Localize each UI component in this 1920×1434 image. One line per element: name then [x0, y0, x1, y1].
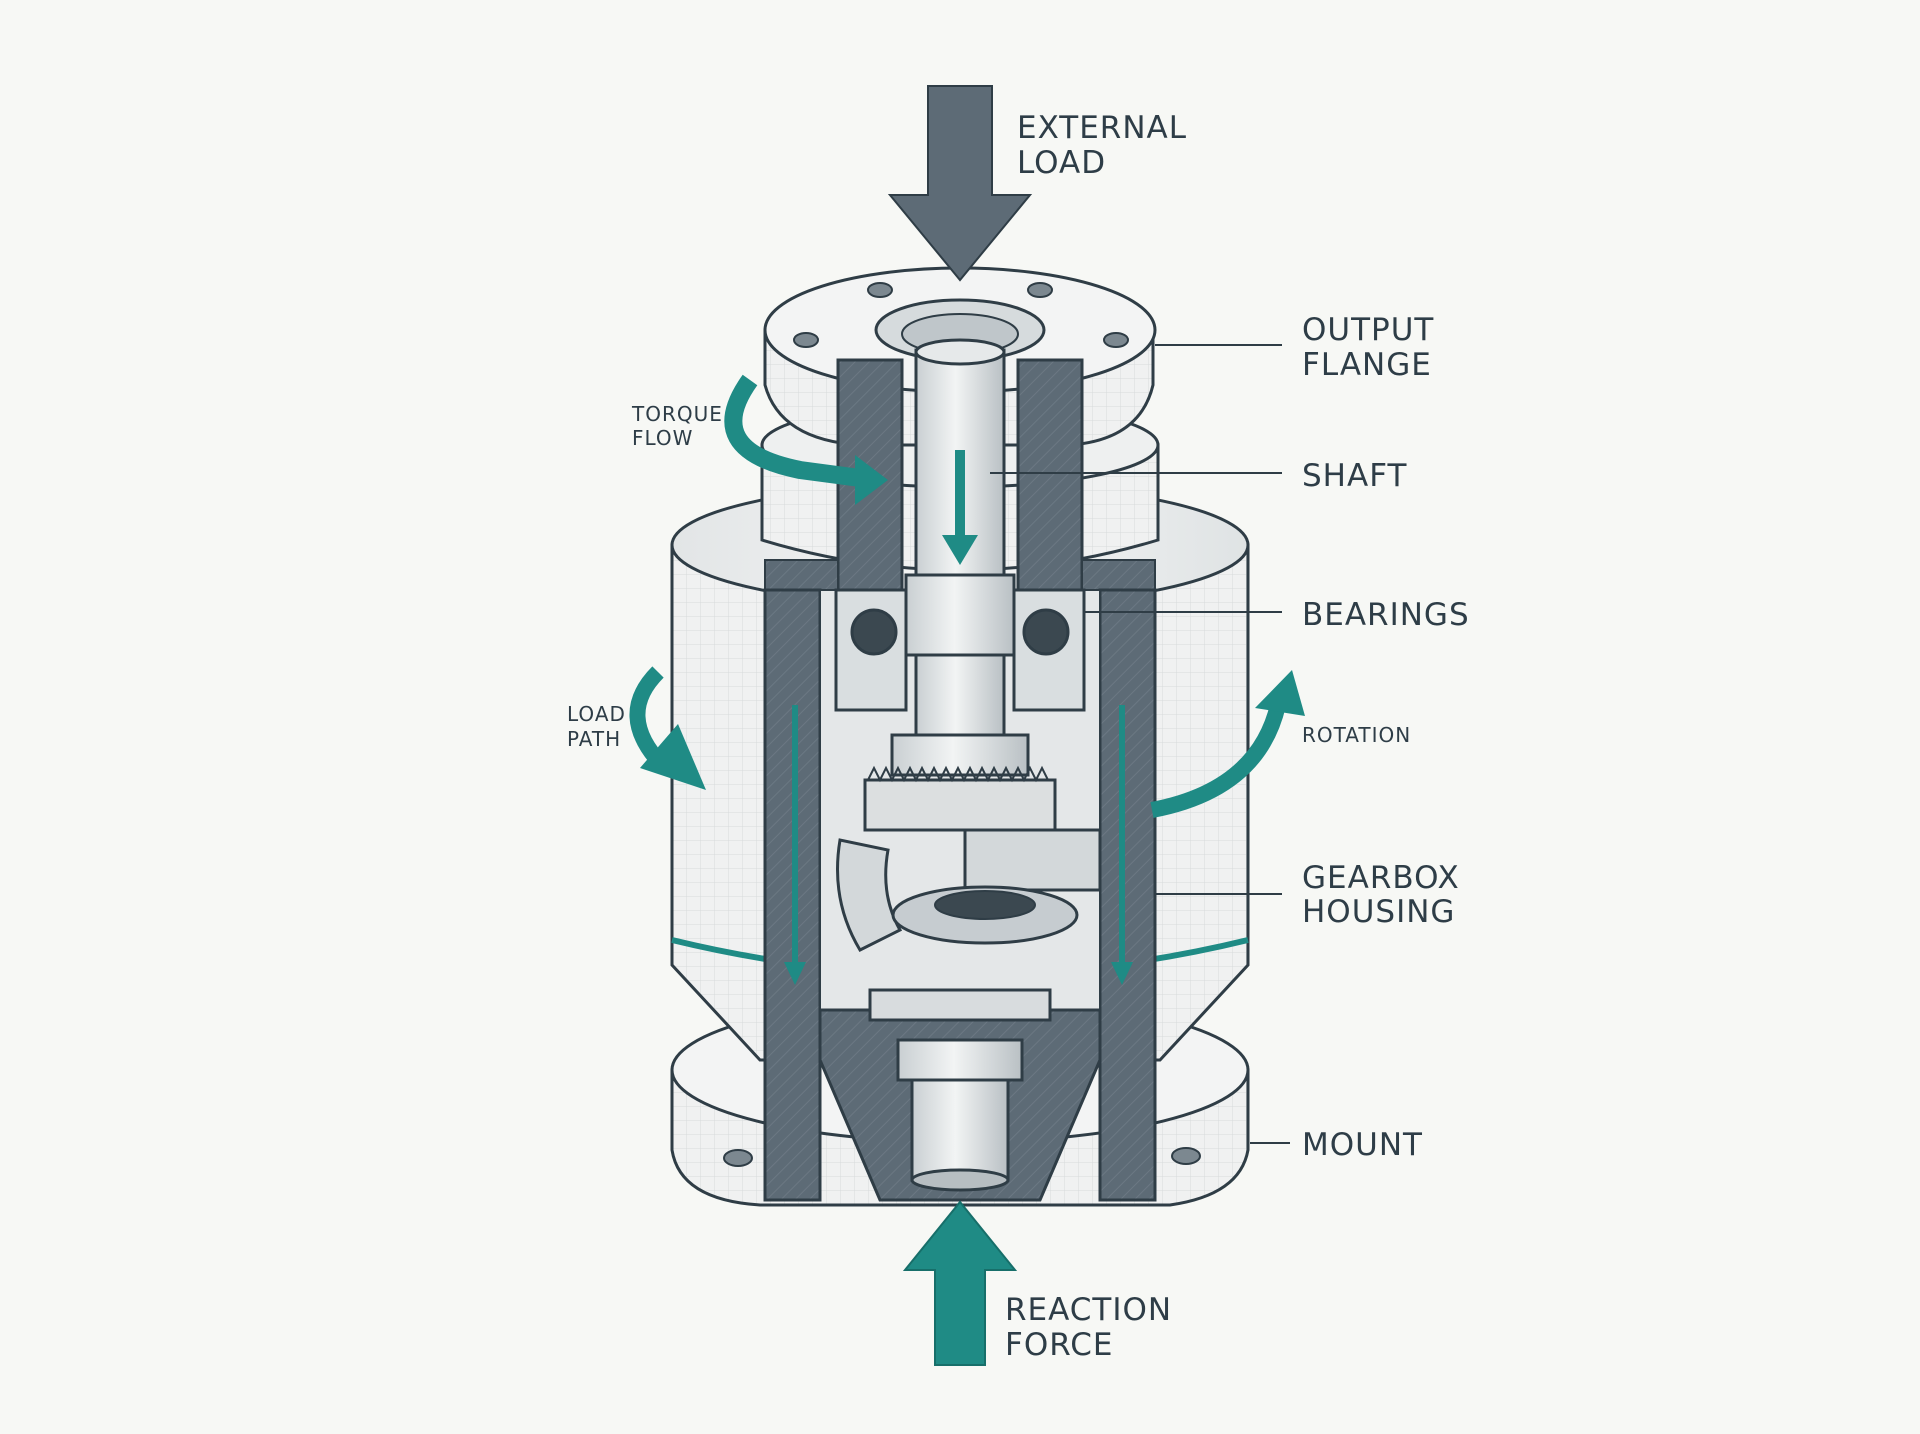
- gearbox-housing-line1: GEARBOX: [1302, 860, 1460, 896]
- label-external-load: EXTERNAL LOAD: [1017, 110, 1187, 181]
- load-path-line1: LOAD: [567, 702, 626, 726]
- label-torque-flow: TORQUE FLOW: [631, 402, 723, 450]
- housing-load-arrow-left-icon: [784, 962, 806, 985]
- flange-bolt-hole-icon: [1027, 282, 1053, 298]
- label-load-path: LOAD PATH: [567, 702, 626, 751]
- label-gearbox-housing: GEARBOX HOUSING: [1302, 860, 1460, 930]
- mount-bolt-hole-icon: [1171, 1147, 1201, 1165]
- torque-flow-line2: FLOW: [632, 426, 693, 450]
- flange-bolt-hole-icon: [793, 332, 819, 348]
- leader-lines: [990, 344, 1290, 1144]
- output-flange-line1: OUTPUT: [1302, 312, 1434, 348]
- load-path-line2: PATH: [567, 727, 621, 751]
- internal-flow-arrows: [784, 450, 1133, 985]
- label-output-flange: OUTPUT FLANGE: [1302, 312, 1434, 383]
- output-flange-line2: FLANGE: [1302, 347, 1432, 383]
- flange-bolt-hole-icon: [867, 282, 893, 298]
- reaction-force-line2: FORCE: [1005, 1327, 1113, 1363]
- label-rotation: ROTATION: [1302, 723, 1411, 747]
- gear-train: [836, 765, 1102, 1022]
- external-load-arrow: [887, 85, 1033, 282]
- external-load-line1: EXTERNAL: [1017, 110, 1187, 146]
- reaction-force-arrow: [902, 1200, 1018, 1366]
- gearbox-housing-line2: HOUSING: [1302, 894, 1455, 930]
- external-load-line2: LOAD: [1017, 145, 1106, 181]
- lower-shaft: [896, 1038, 1024, 1192]
- flange-bolt-hole-icon: [1103, 332, 1129, 348]
- torque-flow-line1: TORQUE: [631, 402, 723, 426]
- label-reaction-force: REACTION FORCE: [1005, 1292, 1172, 1363]
- load-path-arrow: [629, 666, 706, 790]
- label-bearings: BEARINGS: [1302, 597, 1470, 633]
- mount-bolt-hole-icon: [723, 1149, 753, 1167]
- torque-flow-arrow: [724, 374, 888, 505]
- label-mount: MOUNT: [1302, 1127, 1423, 1163]
- housing-load-arrow-right-icon: [1111, 962, 1133, 985]
- bearing-ball-icon: [850, 608, 898, 656]
- reaction-force-line1: REACTION: [1005, 1292, 1172, 1328]
- shaft-load-arrow-icon: [942, 535, 978, 565]
- bearing-ball-icon: [1022, 608, 1070, 656]
- bearings: [834, 588, 1086, 712]
- rotation-arrow: [1150, 670, 1305, 818]
- label-shaft: SHAFT: [1302, 458, 1407, 494]
